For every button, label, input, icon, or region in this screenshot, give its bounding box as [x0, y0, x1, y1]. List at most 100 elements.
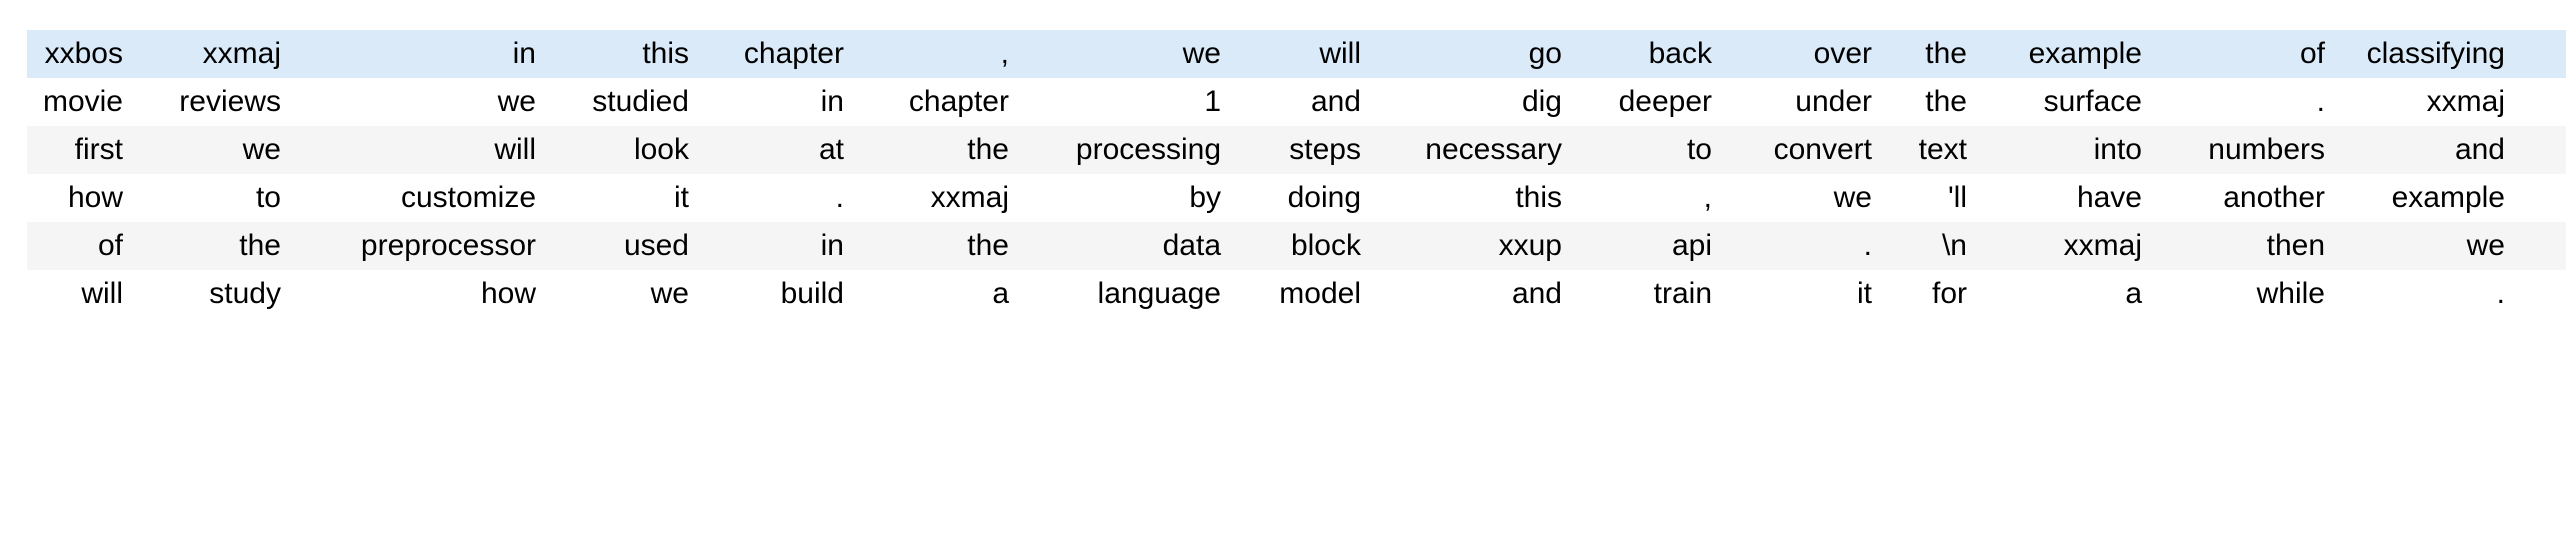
token-cell: study	[135, 270, 293, 318]
token-cell: used	[548, 222, 701, 270]
token-cell: this	[1373, 174, 1574, 222]
token-cell: processing	[1021, 126, 1233, 174]
token-cell: .	[2337, 270, 2517, 318]
token-cell: in	[293, 30, 548, 78]
token-cell: .	[1724, 222, 1884, 270]
token-cell: studied	[548, 78, 701, 126]
token-cell: under	[1724, 78, 1884, 126]
token-cell: to	[1574, 126, 1724, 174]
token-cell: xxmaj	[856, 174, 1021, 222]
token-cell: into	[1979, 126, 2154, 174]
token-cell: block	[1233, 222, 1373, 270]
token-cell: we	[548, 270, 701, 318]
token-cell: convert	[1724, 126, 1884, 174]
token-cell: and	[1373, 270, 1574, 318]
token-cell: will	[293, 126, 548, 174]
token-cell: we	[1021, 30, 1233, 78]
token-cell: build	[701, 270, 856, 318]
token-cell: dig	[1373, 78, 1574, 126]
token-cell: necessary	[1373, 126, 1574, 174]
token-cell: surface	[1979, 78, 2154, 126]
token-cell: model	[1233, 270, 1373, 318]
table-row: of the preprocessor used in the data blo…	[27, 222, 2566, 270]
token-cell: it	[548, 174, 701, 222]
table-row: movie reviews we studied in chapter 1 an…	[27, 78, 2566, 126]
token-cell: api	[1574, 222, 1724, 270]
token-cell: and	[1233, 78, 1373, 126]
token-cell: chapter	[701, 30, 856, 78]
token-cell: ,	[856, 30, 1021, 78]
token-cell: train	[1574, 270, 1724, 318]
token-cell: to	[135, 174, 293, 222]
token-cell: it	[1724, 270, 1884, 318]
token-cell: customize	[293, 174, 548, 222]
token-cell: for	[1884, 270, 1979, 318]
token-cell: the	[856, 222, 1021, 270]
token-cell: example	[1979, 30, 2154, 78]
token-cell: over	[1724, 30, 1884, 78]
token-cell: the	[1884, 30, 1979, 78]
token-cell: this	[548, 30, 701, 78]
token-cell: we	[2337, 222, 2517, 270]
token-cell: at	[701, 126, 856, 174]
token-cell: reviews	[135, 78, 293, 126]
token-cell: a	[856, 270, 1021, 318]
token-cell-empty	[2517, 126, 2566, 174]
token-cell: example	[2337, 174, 2517, 222]
token-cell: chapter	[856, 78, 1021, 126]
token-cell-empty	[2517, 174, 2566, 222]
token-cell: another	[2154, 174, 2337, 222]
token-cell: xxmaj	[2337, 78, 2517, 126]
token-cell: we	[135, 126, 293, 174]
table-row: how to customize it . xxmaj by doing thi…	[27, 174, 2566, 222]
token-cell: ,	[1574, 174, 1724, 222]
token-cell-empty	[2517, 78, 2566, 126]
token-cell: movie	[27, 78, 135, 126]
table-row: will study how we build a language model…	[27, 270, 2566, 318]
token-cell: look	[548, 126, 701, 174]
token-cell: of	[2154, 30, 2337, 78]
token-cell: have	[1979, 174, 2154, 222]
token-cell: go	[1373, 30, 1574, 78]
token-cell: a	[1979, 270, 2154, 318]
token-cell: how	[293, 270, 548, 318]
token-cell-empty	[2517, 222, 2566, 270]
token-cell: .	[2154, 78, 2337, 126]
token-cell: data	[1021, 222, 1233, 270]
token-cell-empty	[2517, 270, 2566, 318]
token-cell: xxbos	[27, 30, 135, 78]
token-cell: how	[27, 174, 135, 222]
token-cell: deeper	[1574, 78, 1724, 126]
token-cell: by	[1021, 174, 1233, 222]
token-cell: xxmaj	[135, 30, 293, 78]
token-cell: back	[1574, 30, 1724, 78]
token-dataframe-table: xxbos xxmaj in this chapter , we will go…	[27, 30, 2566, 318]
token-cell: xxmaj	[1979, 222, 2154, 270]
table-row: xxbos xxmaj in this chapter , we will go…	[27, 30, 2566, 78]
token-cell: classifying	[2337, 30, 2517, 78]
token-cell: the	[135, 222, 293, 270]
token-cell: steps	[1233, 126, 1373, 174]
token-cell: xxup	[1373, 222, 1574, 270]
token-cell: in	[701, 222, 856, 270]
token-cell: 1	[1021, 78, 1233, 126]
token-cell: we	[293, 78, 548, 126]
token-cell: the	[856, 126, 1021, 174]
token-cell: text	[1884, 126, 1979, 174]
token-cell: 'll	[1884, 174, 1979, 222]
token-cell: then	[2154, 222, 2337, 270]
token-cell-empty	[2517, 30, 2566, 78]
token-cell: doing	[1233, 174, 1373, 222]
token-cell: \n	[1884, 222, 1979, 270]
token-cell: .	[701, 174, 856, 222]
token-cell: we	[1724, 174, 1884, 222]
token-cell: will	[1233, 30, 1373, 78]
token-cell: will	[27, 270, 135, 318]
token-cell: and	[2337, 126, 2517, 174]
token-cell: of	[27, 222, 135, 270]
token-table-body: xxbos xxmaj in this chapter , we will go…	[27, 30, 2566, 318]
token-cell: language	[1021, 270, 1233, 318]
table-row: first we will look at the processing ste…	[27, 126, 2566, 174]
token-cell: numbers	[2154, 126, 2337, 174]
token-cell: the	[1884, 78, 1979, 126]
